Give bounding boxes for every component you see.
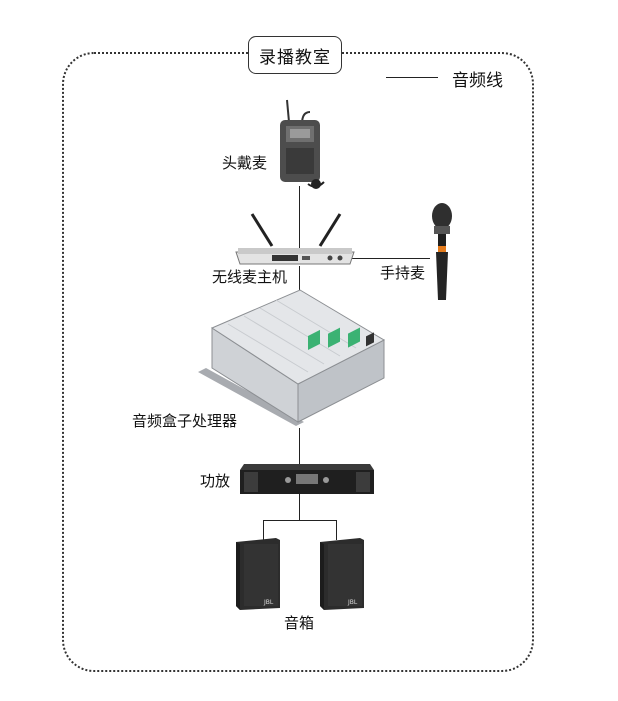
speaker-left-icon: JBL [236,538,280,610]
audio-processor-icon [198,289,386,426]
line-to-left-speaker [263,520,264,540]
line-amplifier-to-splitter [299,494,300,520]
svg-text:JBL: JBL [347,599,358,606]
line-to-right-speaker [336,520,337,540]
diagram-title: 录播教室 [248,36,342,74]
line-headset-to-receiver [299,186,300,252]
amplifier-label: 功放 [200,472,231,490]
amplifier-icon [240,464,374,494]
audio-processor-label: 音频盒子处理器 [132,412,238,430]
handheld-mic-icon [432,203,452,300]
line-handheld-to-receiver [352,258,430,259]
handheld-mic-label: 手持麦 [380,264,426,282]
headset-mic-label: 头戴麦 [222,154,268,172]
speaker-right-icon: JBL [320,538,364,610]
headset-mic-icon [280,99,325,189]
svg-text:JBL: JBL [263,599,274,606]
speakers-label: 音箱 [284,614,315,632]
legend-label: 音频线 [452,71,503,91]
line-processor-to-amplifier [299,428,300,466]
legend-audio-line-sample [386,77,438,78]
wireless-receiver-icon [235,213,355,265]
line-speaker-splitter [263,520,336,521]
wireless-receiver-label: 无线麦主机 [212,268,288,286]
